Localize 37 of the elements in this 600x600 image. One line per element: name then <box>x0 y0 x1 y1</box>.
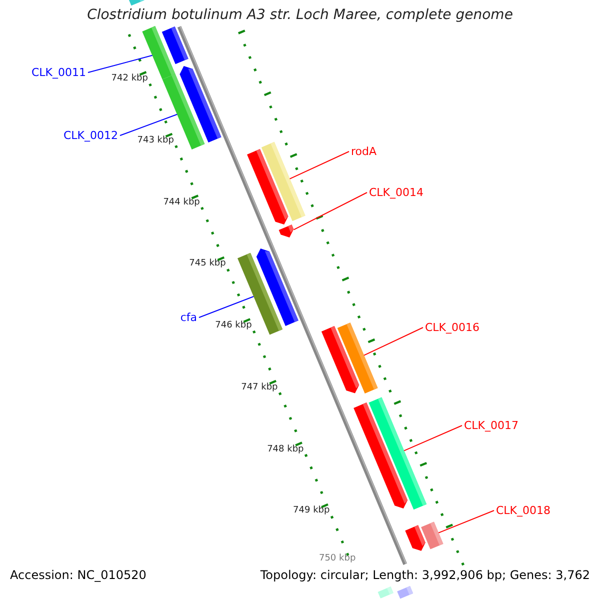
scale-label: 746 kbp <box>215 320 252 332</box>
leader-line <box>120 114 178 136</box>
gene-label: CLK_0018 <box>496 504 551 517</box>
gene-feature-bar <box>421 522 444 550</box>
leader-line <box>438 510 494 534</box>
gene-feature-bar <box>278 224 294 238</box>
scale-label: 745 kbp <box>189 258 226 270</box>
gene-feature-bar <box>378 586 394 598</box>
gene-label: CLK_0011 <box>31 66 86 79</box>
scale-label: 748 kbp <box>267 444 304 456</box>
gene-label: CLK_0014 <box>369 186 424 199</box>
leader-line <box>88 54 153 73</box>
gene-feature-bar <box>368 397 427 510</box>
scale-label: 743 kbp <box>137 135 174 146</box>
scale-label: 747 kbp <box>241 382 278 394</box>
gene-feature-bar <box>397 586 414 599</box>
gene-feature-bar <box>337 322 378 394</box>
leader-line <box>404 425 462 452</box>
gene-label: CLK_0016 <box>425 321 480 334</box>
leader-line <box>198 296 254 318</box>
gene-label: CLK_0012 <box>63 129 118 142</box>
gene-label: CLK_0017 <box>464 419 519 432</box>
gene-feature-bar <box>261 142 306 222</box>
scale-label: 744 kbp <box>163 197 200 208</box>
scale-label: 742 kbp <box>111 74 148 85</box>
leader-line <box>364 327 424 356</box>
gene-feature-bar <box>405 525 426 551</box>
gene-feature-bar <box>256 248 298 326</box>
scale-label: 749 kbp <box>293 506 330 517</box>
title: Clostridium botulinum A3 str. Loch Maree, complete genome <box>86 7 514 24</box>
accession-text: Accession: NC_010520 <box>10 568 146 583</box>
leader-line <box>293 192 368 230</box>
leader-line <box>289 151 350 180</box>
gene-label: rodA <box>351 145 377 158</box>
gene-label: cfa <box>180 311 197 324</box>
genome-info-text: Topology: circular; Length: 3,992,906 bp; Genes: 3,762 <box>260 568 590 583</box>
scale-label: 750 kbp <box>318 554 356 564</box>
